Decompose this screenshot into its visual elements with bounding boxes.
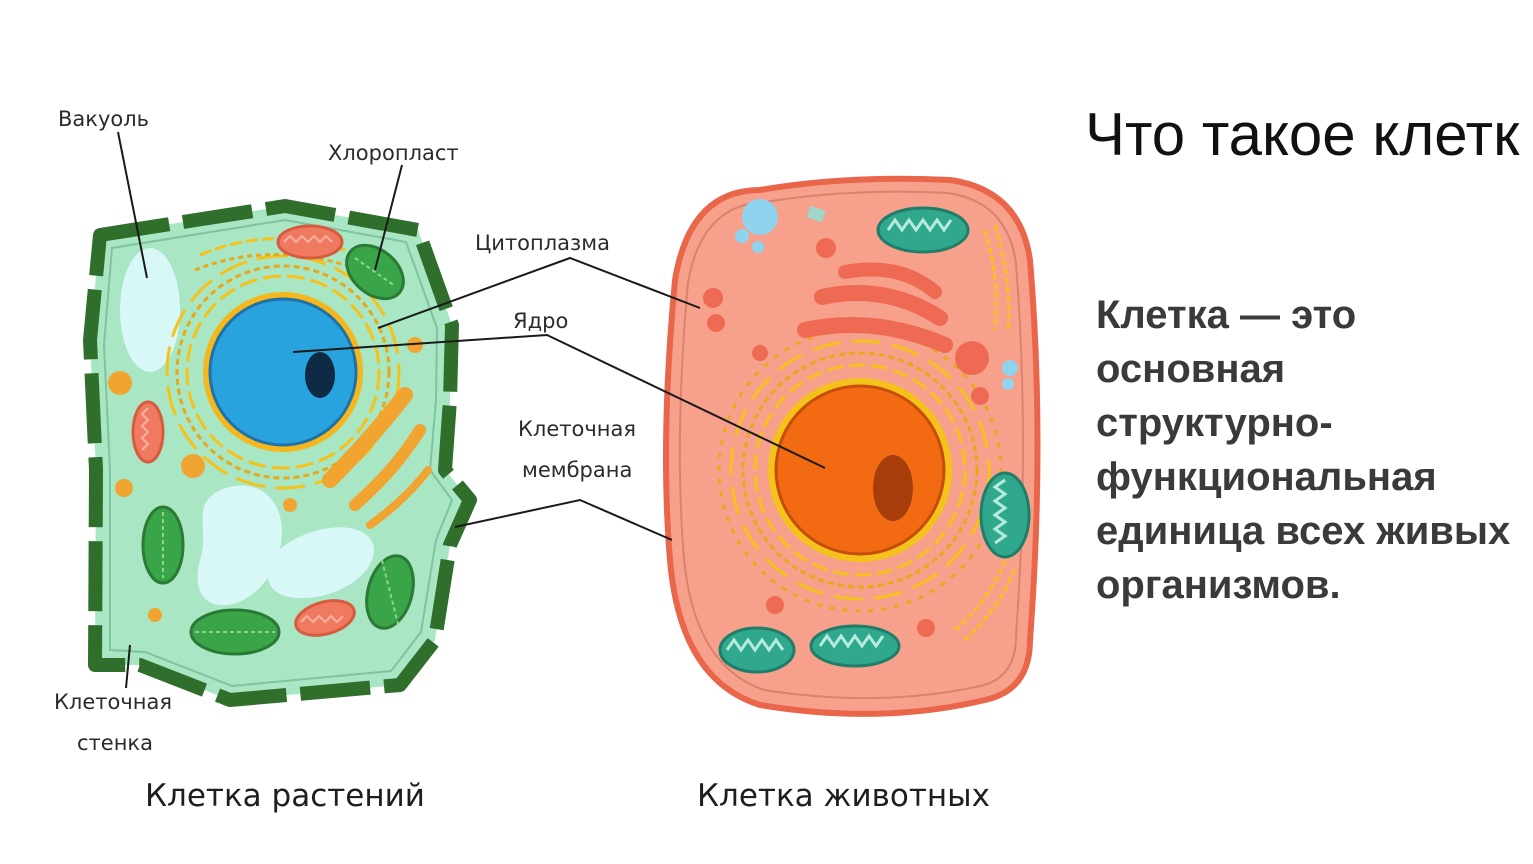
caption-animal-cell: Клетка животных [697, 778, 990, 814]
mitochondrion [718, 626, 796, 674]
plant-nucleus [208, 297, 358, 447]
vacuole [267, 527, 374, 599]
mitochondrion [979, 471, 1031, 559]
animal-nucleolus [873, 455, 913, 521]
label-nucleus: Ядро [513, 309, 568, 333]
label-wall-line1: Клеточная [54, 690, 172, 714]
mitochondrion [876, 206, 970, 254]
mitochondrion [276, 224, 344, 260]
vesicle [742, 199, 778, 235]
slide-title: Что такое клетк [1085, 101, 1520, 168]
chloroplast [141, 505, 185, 585]
leader-lines [117, 131, 826, 689]
plant-nucleolus [305, 352, 335, 398]
label-chloroplast: Хлоропласт [328, 141, 459, 165]
centriole [806, 205, 826, 223]
plant-cell-wall [83, 199, 477, 707]
label-membrane-line2: мембрана [522, 458, 632, 482]
chloroplast [189, 608, 281, 656]
label-cytoplasm: Цитоплазма [475, 231, 610, 255]
cell-definition: Клетка — это основная структурно-функцио… [1096, 293, 1511, 607]
mitochondrion [809, 624, 901, 668]
vacuole [197, 485, 282, 606]
mitochondrion [294, 599, 356, 637]
vacuole [120, 248, 180, 372]
golgi-apparatus [322, 387, 413, 488]
chloroplast [365, 554, 415, 630]
animal-nucleus [774, 384, 946, 556]
animal-inner-membrane [678, 190, 1024, 700]
label-wall-line2: стенка [77, 731, 153, 755]
plant-cell [83, 199, 477, 707]
animal-cell [663, 175, 1041, 717]
plant-inner-membrane [102, 218, 454, 688]
chloroplast [345, 243, 405, 301]
label-vacuole: Вакуоль [58, 107, 149, 131]
caption-plant-cell: Клетка растений [145, 778, 425, 814]
golgi-apparatus [797, 262, 953, 353]
mitochondrion [131, 400, 165, 464]
label-membrane-line1: Клеточная [518, 417, 636, 441]
